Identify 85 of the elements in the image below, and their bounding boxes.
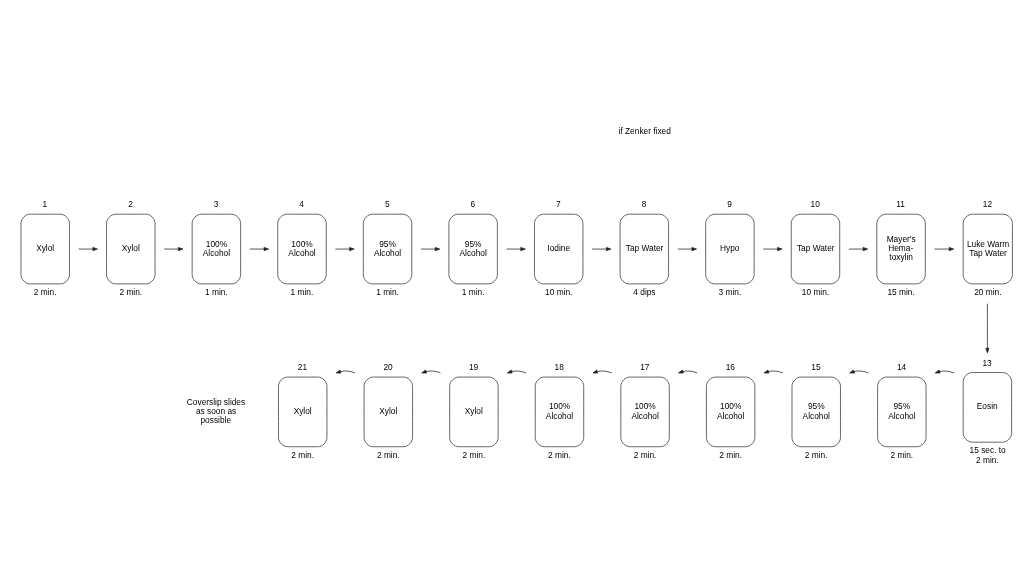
node-box: 100% Alcohol (706, 376, 756, 447)
node-label: 19 (468, 361, 479, 372)
node-label: 1 min. (461, 286, 485, 297)
node-label: 1 min. (205, 286, 228, 297)
node-label: 4 (299, 198, 304, 209)
node-box: 100% Alcohol (534, 376, 585, 447)
node-box: Mayer's Hema- toxylin (876, 213, 926, 284)
node-box: Luke Warm Tap Water (962, 213, 1013, 284)
label: if Zenker fixed (618, 125, 671, 136)
arrow (421, 369, 441, 373)
node-label: 2 (128, 198, 133, 209)
node-label: 2 min. (804, 449, 828, 460)
node-label: 2 min. (719, 449, 742, 460)
node-label: 9 (727, 198, 732, 209)
arrow (848, 246, 869, 251)
node-box: Tap Water (619, 213, 669, 284)
node-label: 2 min. (33, 286, 57, 297)
node-label: 12 (982, 198, 993, 209)
arrow (591, 246, 612, 251)
arrow (762, 246, 783, 251)
node-label: 11 (896, 198, 905, 209)
node-label: 21 (297, 361, 308, 372)
node-label: 16 (725, 361, 735, 372)
arrow (934, 369, 955, 373)
node-label: 2 min. (119, 286, 143, 297)
node-label: 15 (811, 361, 821, 372)
node-label: 4 dips (633, 286, 656, 297)
arrow (420, 246, 441, 251)
arrow (335, 246, 355, 251)
node-box: Xylol (278, 376, 328, 447)
node-box: 95% Alcohol (791, 376, 841, 447)
node-label: 7 (556, 198, 561, 209)
node-box: 95% Alcohol (877, 376, 927, 447)
label: Coverslip slides as soon as possible (186, 396, 246, 425)
node-label: 20 min. (974, 286, 1002, 297)
node-label: 10 min. (801, 286, 830, 297)
node-label: 1 min. (376, 286, 399, 297)
node-box: 100% Alcohol (620, 376, 670, 447)
node-label: 2 min. (890, 449, 914, 460)
node-label: 6 (470, 198, 476, 209)
node-box: 100% Alcohol (191, 213, 241, 284)
node-box: 100% Alcohol (277, 213, 327, 284)
node-label: 2 min. (548, 449, 571, 460)
node-label: 10 (810, 198, 820, 209)
node-label: 2 min. (633, 449, 657, 460)
node-label: 15 min. (887, 286, 915, 297)
node-box: 95% Alcohol (448, 213, 498, 284)
arrow (934, 246, 955, 251)
node-label: 1 min. (290, 286, 314, 297)
node-box: 95% Alcohol (362, 213, 413, 284)
node-label: 17 (640, 361, 650, 372)
arrow (335, 369, 356, 373)
arrow (677, 246, 697, 251)
node-label: 10 min. (545, 286, 573, 297)
arrow (249, 246, 269, 251)
node-label: 2 min. (376, 449, 400, 460)
arrow (78, 246, 98, 251)
node-label: 18 (554, 361, 564, 372)
node-label: 15 sec. to 2 min. (969, 444, 1006, 464)
node-label: 20 (383, 361, 393, 372)
arrow (506, 369, 527, 373)
node-label: 13 (982, 357, 992, 368)
node-box: Tap Water (790, 213, 841, 284)
node-label: 1 (42, 198, 48, 209)
node-box: Xylol (449, 376, 499, 447)
node-label: 3 min. (718, 286, 742, 297)
arrow (506, 246, 526, 251)
node-box: Hypo (705, 213, 755, 284)
arrow (985, 302, 990, 353)
node-box: Iodine (534, 213, 584, 284)
node-label: 14 (896, 361, 907, 372)
arrow (849, 369, 869, 373)
arrow (592, 369, 613, 373)
node-label: 3 (213, 198, 219, 209)
node-box: Xylol (20, 213, 70, 284)
node-box: Xylol (106, 213, 156, 284)
node-box: Xylol (363, 376, 413, 447)
node-box: Eosin (962, 371, 1012, 443)
node-label: 2 min. (462, 449, 486, 460)
node-label: 5 (384, 198, 390, 209)
node-label: 2 min. (291, 449, 315, 460)
arrow (163, 246, 184, 251)
node-label: 8 (641, 198, 647, 209)
arrow (763, 369, 784, 373)
arrow (678, 369, 698, 373)
